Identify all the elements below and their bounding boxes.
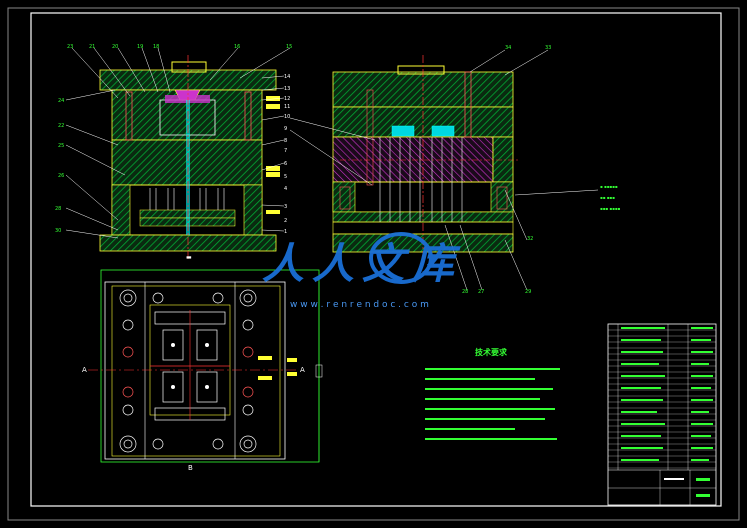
- callout-33: 33: [545, 45, 551, 51]
- svg-text:10: 10: [284, 114, 290, 120]
- svg-text:8: 8: [284, 138, 287, 144]
- tech-requirements: 技术要求: [425, 347, 560, 440]
- svg-text:19: 19: [137, 44, 143, 50]
- svg-text:2: 2: [284, 218, 287, 224]
- outer-sheet-border: [7, 7, 740, 521]
- svg-text:26: 26: [58, 173, 64, 179]
- title-block: [607, 323, 717, 506]
- svg-text:21: 21: [89, 44, 95, 50]
- svg-text:14: 14: [284, 74, 290, 80]
- svg-text:3: 3: [284, 204, 287, 210]
- section-label-a-right: A: [300, 366, 305, 374]
- callout-29: 29: [525, 289, 531, 295]
- right-section-view: 34 33 32 28 27 29 ▪ ▪▪▪▪▪ ▪▪ ▪▪▪ ▪▪▪ ▪▪▪▪: [289, 45, 621, 295]
- svg-text:▪▪▪ ▪▪▪▪: ▪▪▪ ▪▪▪▪: [600, 206, 621, 211]
- svg-text:▪▪ ▪▪▪: ▪▪ ▪▪▪: [600, 195, 615, 200]
- svg-text:1: 1: [284, 229, 287, 235]
- svg-text:15: 15: [286, 44, 292, 50]
- svg-text:4: 4: [284, 186, 287, 192]
- svg-text:25: 25: [58, 143, 64, 149]
- watermark-logo-ring: [369, 232, 433, 284]
- svg-text:11: 11: [284, 104, 290, 110]
- callout-34: 34: [505, 45, 511, 51]
- svg-text:▪ ▪▪▪▪▪: ▪ ▪▪▪▪▪: [600, 184, 618, 189]
- section-label-b: B: [188, 464, 193, 472]
- svg-text:9: 9: [284, 126, 287, 132]
- svg-text:13: 13: [284, 86, 290, 92]
- svg-text:7: 7: [284, 148, 287, 154]
- tech-requirements-title: 技术要求: [475, 347, 508, 357]
- callout-32: 32: [527, 236, 533, 242]
- svg-text:6: 6: [284, 161, 287, 167]
- svg-text:18: 18: [153, 44, 159, 50]
- callout-28: 28: [462, 289, 468, 295]
- svg-text:20: 20: [112, 44, 118, 50]
- svg-text:22: 22: [58, 123, 64, 129]
- section-label-a-left: A: [82, 366, 87, 374]
- watermark-brand: 人人文库: [262, 239, 462, 288]
- callout-27: 27: [478, 289, 484, 295]
- svg-text:16: 16: [234, 44, 240, 50]
- watermark-url: w w w . r e n r e n d o c . c o m: [290, 300, 429, 310]
- watermark: 人人文库 w w w . r e n r e n d o c . c o m: [262, 232, 462, 310]
- plan-view: A A B: [82, 269, 323, 472]
- svg-text:12: 12: [284, 96, 290, 102]
- svg-text:5: 5: [284, 174, 287, 180]
- svg-text:30: 30: [55, 228, 61, 234]
- svg-text:24: 24: [58, 98, 64, 104]
- svg-text:▬: ▬: [186, 254, 192, 261]
- drawing-frame: [30, 12, 722, 507]
- svg-text:28: 28: [55, 206, 61, 212]
- svg-text:23: 23: [67, 44, 73, 50]
